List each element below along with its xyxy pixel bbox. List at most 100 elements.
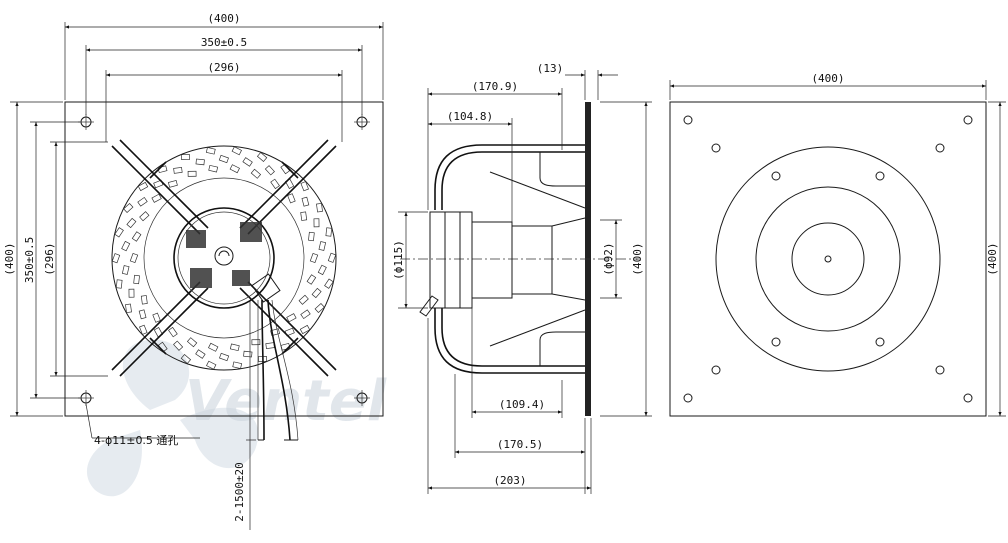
impeller-blade-slot — [167, 180, 178, 188]
cable-box — [251, 273, 299, 441]
rear-mounting-hole — [683, 393, 693, 403]
impeller-blade-slot — [250, 168, 262, 179]
side-dimensions: (13) (170.9) (104.8) (ϕ115) (ϕ92) (400) — [392, 62, 652, 494]
side-view: (13) (170.9) (104.8) (ϕ115) (ϕ92) (400) — [392, 62, 652, 494]
guard-bars — [111, 139, 337, 377]
dim-rear-height: (400) — [986, 242, 999, 275]
rear-mounting-hole — [935, 143, 945, 153]
impeller-blade-slot — [299, 324, 311, 335]
impeller-blade-slot — [301, 196, 310, 207]
rear-mounting-hole — [875, 171, 885, 181]
rear-holes — [683, 115, 973, 403]
impeller-blade-slot — [131, 231, 142, 242]
rear-mounting-hole — [771, 337, 781, 347]
impeller-blade-slot — [232, 361, 243, 369]
impeller-blade-slot — [208, 342, 219, 352]
impeller-blade-slot — [129, 252, 139, 264]
impeller-blade-slot — [287, 193, 296, 204]
impeller-blade-slot — [173, 166, 183, 174]
side-frame-upper — [441, 151, 585, 210]
dim-flange-thickness: (13) — [537, 62, 564, 75]
impeller-blade-slot — [264, 165, 275, 176]
mounting-holes — [78, 114, 370, 406]
impeller-blade-slot — [139, 211, 150, 222]
side-motor — [429, 211, 473, 309]
dim-motor-depth: (104.8) — [447, 110, 493, 123]
rear-mounting-hole — [875, 337, 885, 347]
impeller-blade-slot — [140, 295, 148, 305]
dim-inlet-diameter: (ϕ92) — [602, 242, 615, 275]
impeller-blade-slot — [173, 340, 184, 351]
rear-mounting-hole — [963, 393, 973, 403]
impeller-blade-slot — [243, 350, 253, 358]
dim-rear-width: (400) — [811, 72, 844, 85]
impeller-blade-slot — [308, 231, 315, 242]
impeller-blade-slot — [265, 342, 275, 350]
impeller-blade-slot — [205, 147, 216, 155]
dim-total-depth: (203) — [493, 474, 526, 487]
rear-mounting-hole — [683, 115, 693, 125]
impeller-blade-slot — [168, 326, 178, 338]
dim-hole-spacing-h: 350±0.5 — [201, 36, 247, 49]
impeller-blade-slot — [181, 154, 190, 161]
rear-mounting-hole — [711, 365, 721, 375]
impeller-blade-slot — [128, 288, 135, 298]
impeller-blade-slot — [300, 309, 311, 320]
dim-guard-width: (296) — [207, 61, 240, 74]
front-view: (400) 350±0.5 (296) (400) 350±0.5 (296) — [3, 12, 384, 530]
impeller-blade-slot — [137, 181, 149, 192]
impeller-blade-slot — [270, 178, 280, 190]
impeller-blade-slot — [138, 309, 147, 320]
impeller-blade-slot — [242, 157, 253, 167]
impeller-outer — [111, 145, 337, 371]
impeller-blade-slot — [115, 279, 123, 289]
impeller-blade-slot — [256, 152, 268, 162]
impeller-blade-slot — [180, 354, 192, 364]
impeller-blade-slot — [125, 303, 132, 313]
impeller-blade-slot — [151, 193, 162, 203]
rear-mounting-hole — [935, 365, 945, 375]
impeller-blade-slot — [186, 337, 198, 348]
impeller-blade-slot — [219, 352, 230, 362]
impeller-blade-slot — [218, 154, 229, 164]
rear-view: (400) (400) — [669, 72, 1006, 417]
dim-overall-height: (400) — [3, 242, 16, 275]
dim-overall-width: (400) — [207, 12, 240, 25]
impeller-blade-slot — [298, 294, 309, 305]
impeller-blade-slot — [317, 264, 327, 276]
impeller-blade-slot — [208, 164, 219, 173]
front-panel — [64, 101, 384, 417]
rear-panel — [669, 101, 987, 417]
impeller-blade-slot — [195, 349, 206, 359]
impeller-blade-slot — [313, 218, 320, 228]
impeller-blade-slot — [327, 252, 337, 263]
side-frame-lower — [441, 308, 585, 367]
impeller-blade-slot — [111, 253, 121, 264]
impeller-blade-slot — [152, 312, 161, 323]
dim-hub-diameter: (ϕ115) — [392, 240, 405, 280]
impeller-blade-slot — [229, 343, 240, 352]
impeller-blade-slot — [229, 164, 240, 174]
rear-outer-ring — [715, 146, 941, 372]
dim-depth-upper: (170.9) — [472, 80, 518, 93]
side-cable-gland — [419, 295, 439, 317]
hub-logo-icon — [214, 246, 234, 266]
front-dimensions: (400) 350±0.5 (296) (400) 350±0.5 (296) — [3, 12, 384, 530]
rear-mid-ring — [755, 186, 901, 332]
rear-dimensions: (400) (400) — [669, 72, 1006, 417]
impeller-blade-slot — [309, 252, 319, 264]
rear-mounting-hole — [963, 115, 973, 125]
impeller-inner — [143, 177, 305, 339]
impeller-blade-slot — [121, 265, 130, 275]
dim-depth-lower: (170.5) — [497, 438, 543, 451]
impeller-blade-slot — [187, 170, 197, 177]
impeller-blade-slot — [314, 302, 325, 314]
dim-lower-depth: (109.4) — [499, 398, 545, 411]
rear-mounting-hole — [771, 171, 781, 181]
rear-inner-ring — [791, 222, 865, 296]
impeller-blade-slot — [206, 360, 217, 370]
impeller-blade-slot — [311, 287, 322, 299]
impeller-blade-slot — [316, 203, 323, 213]
rear-mounting-hole — [711, 143, 721, 153]
